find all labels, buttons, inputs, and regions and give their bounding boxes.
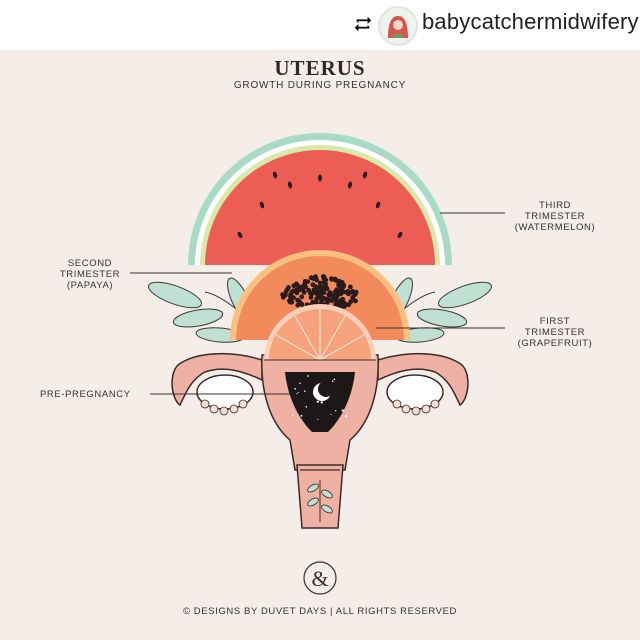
label-first-trimester: FIRST TRIMESTER (GRAPEFRUIT)	[517, 316, 593, 349]
designer-logo: &	[303, 561, 337, 595]
watermelon-illustration	[188, 133, 452, 265]
svg-text:&: &	[311, 566, 328, 591]
uterus-body	[261, 354, 379, 471]
copyright-credit: © DESIGNS BY DUVET DAYS | ALL RIGHTS RES…	[182, 606, 458, 617]
label-second-trimester: SECOND TRIMESTER (PAPAYA)	[59, 258, 121, 291]
repost-header: babycatchermidwifery	[0, 0, 640, 50]
fallopian-tubes	[171, 352, 469, 407]
diagram-subtitle: GROWTH DURING PREGNANCY	[233, 80, 407, 91]
cervix	[296, 464, 344, 529]
repost-icon	[354, 16, 372, 32]
label-pre-pregnancy: PRE-PREGNANCY	[40, 389, 131, 400]
grapefruit-illustration	[264, 304, 376, 361]
avatar[interactable]	[378, 6, 418, 46]
ovary-left	[196, 374, 254, 416]
label-third-trimester: THIRD TRIMESTER (WATERMELON)	[514, 200, 596, 233]
diagram-title: UTERUS	[274, 56, 366, 80]
ovary-right	[386, 374, 444, 416]
username[interactable]: babycatchermidwifery	[422, 9, 639, 34]
leader-lines	[130, 212, 505, 395]
